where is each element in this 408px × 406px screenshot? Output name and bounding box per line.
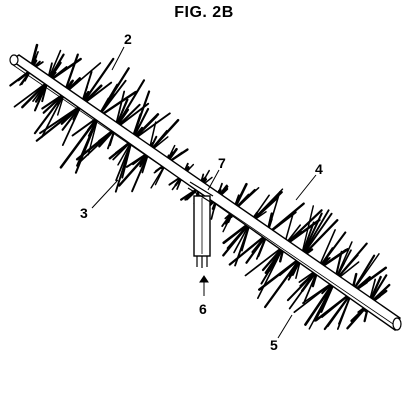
label-5: 5 bbox=[270, 337, 278, 353]
leader-lines bbox=[91, 46, 317, 339]
bristle bbox=[258, 256, 303, 291]
bristle bbox=[300, 209, 330, 259]
bristle bbox=[35, 104, 83, 142]
crimp-joint bbox=[187, 181, 214, 204]
label-2: 2 bbox=[124, 31, 132, 47]
bristle bbox=[249, 188, 284, 224]
bristle bbox=[79, 57, 115, 107]
bristle bbox=[323, 291, 353, 331]
label-7: 7 bbox=[218, 155, 226, 171]
bristle bbox=[147, 118, 180, 154]
bristle bbox=[97, 90, 138, 119]
bristle bbox=[222, 221, 252, 257]
bristle bbox=[300, 205, 315, 259]
bristle bbox=[263, 256, 303, 309]
bristle bbox=[333, 242, 368, 283]
bristle bbox=[299, 219, 339, 259]
bristle bbox=[75, 127, 117, 161]
bristle bbox=[288, 268, 319, 310]
bristle bbox=[244, 245, 285, 277]
bristle bbox=[304, 279, 337, 326]
bristle bbox=[130, 112, 171, 142]
bristle bbox=[63, 62, 102, 95]
figure-title: FIG. 2B bbox=[174, 4, 234, 21]
bristle bbox=[21, 81, 49, 109]
bristle bbox=[61, 104, 82, 146]
label-6: 6 bbox=[199, 301, 207, 317]
label-3: 3 bbox=[80, 205, 88, 221]
handle-stem bbox=[193, 195, 211, 268]
core-rod bbox=[9, 54, 402, 332]
bristle bbox=[121, 139, 133, 179]
bristle bbox=[350, 253, 380, 294]
label-4: 4 bbox=[315, 161, 323, 177]
